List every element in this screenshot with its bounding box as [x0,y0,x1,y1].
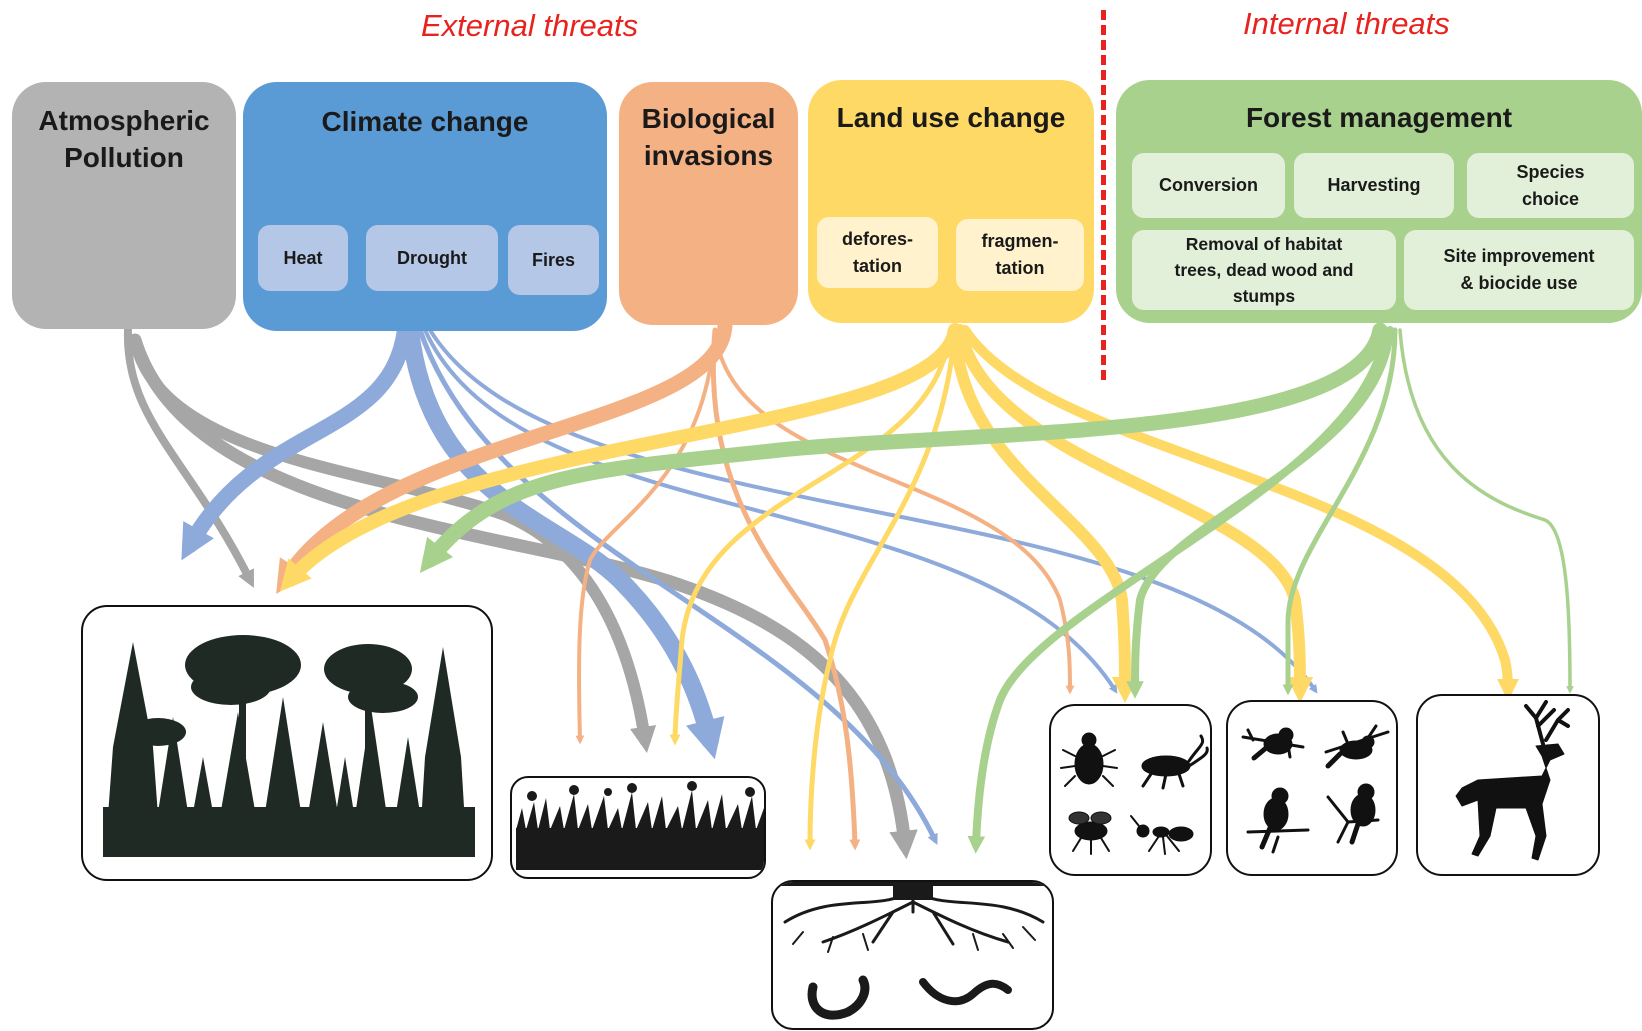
species-choice-subbox: Species choice [1467,153,1634,218]
internal-threats-label: Internal threats [1243,6,1450,41]
land-use-change-box: Land use change defores- tation fragmen-… [808,80,1094,323]
arrow-landuse-mammals [960,325,1519,702]
drought-subbox: Drought [366,225,498,291]
climate-change-box: Climate change Heat Drought Fires [243,82,607,331]
arrow-invasions-trees [276,317,733,594]
land-use-change-title: Land use change [836,102,1066,133]
deer-icon [1455,700,1570,861]
arrow-invasions-insects [713,328,1075,695]
soil-roots-target [771,880,1054,1030]
climate-change-title: Climate change [321,106,529,137]
arrow-climate-birds [428,328,1318,694]
arrow-climate-trees [181,322,413,561]
trees-target [81,605,493,881]
arrow-pollution-trees [123,326,254,588]
arrow-management-birds [1282,327,1398,696]
arrow-pollution-soil [128,333,918,860]
arrow-landuse-insects [949,324,1139,704]
habitat-removal-subbox: Removal of habitat trees, dead wood and … [1132,230,1396,310]
insects-target [1049,704,1212,876]
arrow-climate-groundveg [401,321,725,760]
conversion-subbox: Conversion [1132,153,1285,218]
arrow-climate-soil [417,327,938,845]
external-threats-label: External threats [421,8,639,43]
forest-management-box: Forest management Conversion Harvesting … [1116,80,1642,323]
arrow-landuse-birds [954,324,1314,704]
birds-target [1226,700,1398,876]
mammals-target [1416,694,1600,876]
ground-vegetation-target [510,776,766,879]
arrow-landuse-trees [279,323,962,592]
arrow-management-trees [419,322,1388,574]
insects-icon [1060,732,1209,855]
ground-vegetation-icon [516,781,764,870]
arrow-management-mammals [1398,328,1574,694]
biological-invasions-box: Biological invasions [619,82,798,325]
trees-icon [103,635,475,857]
atmospheric-pollution-box: Atmospheric Pollution [12,82,236,329]
soil-roots-icon [773,882,1052,1020]
harvesting-subbox: Harvesting [1294,153,1454,218]
arrow-management-insects [1126,326,1394,699]
fragmentation-subbox: fragmen- tation [956,219,1084,291]
atmospheric-pollution-title: Atmospheric Pollution [38,105,210,173]
biological-invasions-title: Biological invasions [641,103,776,171]
arrow-landuse-groundveg [669,327,953,746]
fires-subbox: Fires [508,225,599,295]
arrow-climate-insects [423,328,1118,694]
site-improvement-subbox: Site improvement & biocide use [1404,230,1634,310]
deforestation-subbox: defores- tation [817,217,938,288]
heat-subbox: Heat [258,225,348,291]
forest-management-title: Forest management [1245,102,1513,133]
threat-divider [1101,10,1106,380]
birds-icon [1241,724,1390,854]
